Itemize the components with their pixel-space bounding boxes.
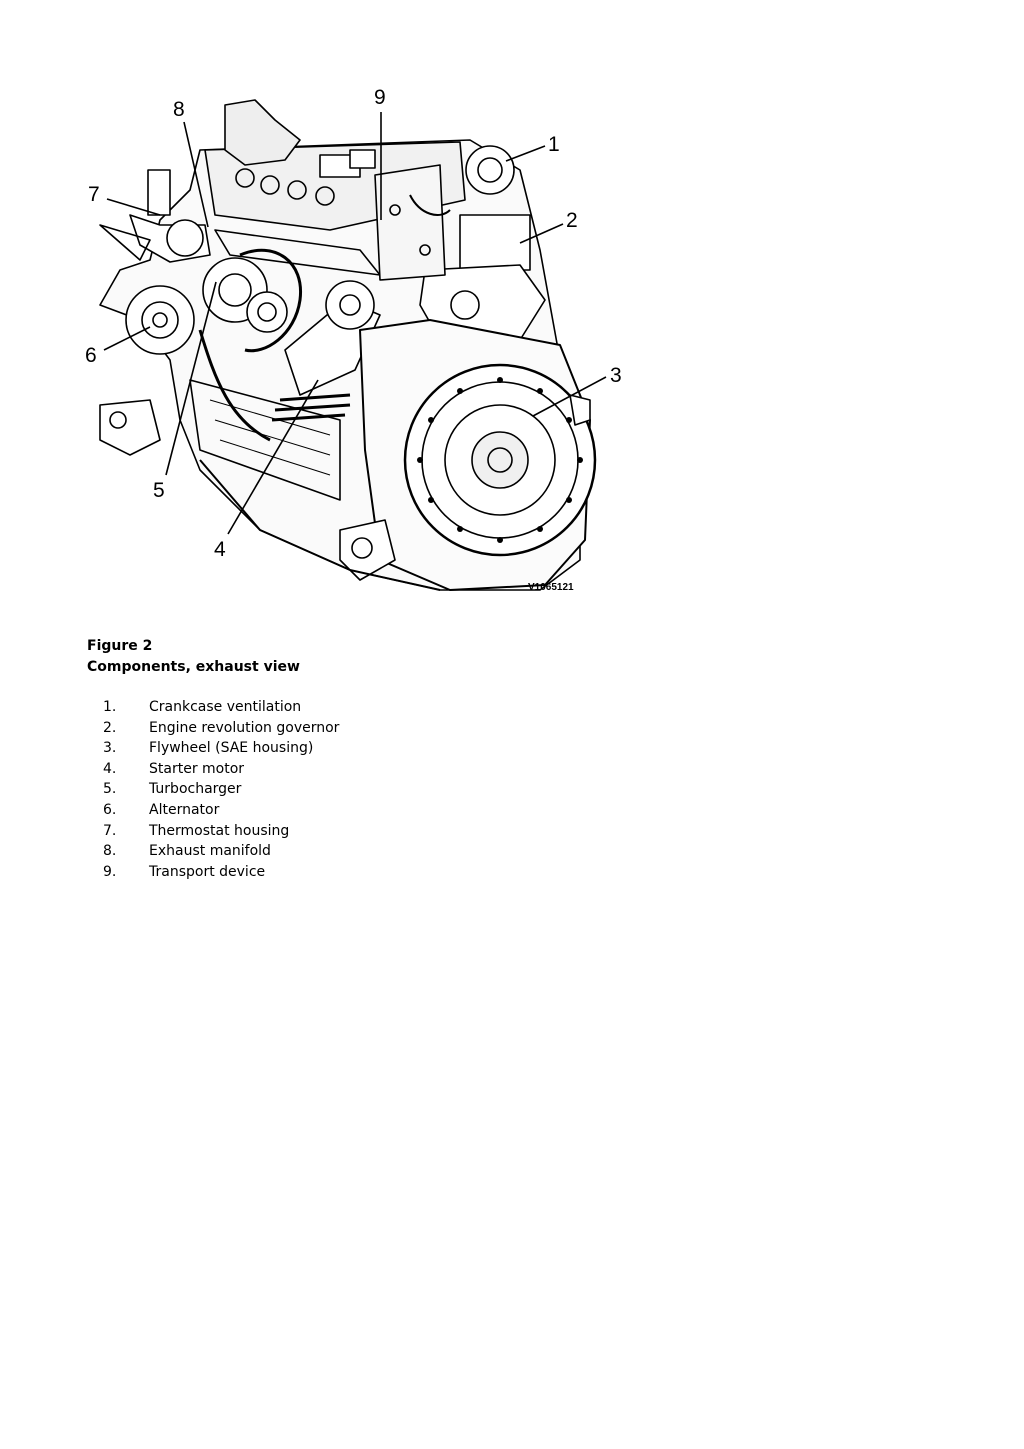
legend-number: 2. [103, 719, 117, 736]
legend-number: 1. [103, 699, 117, 715]
callout-7: 7 [88, 183, 100, 206]
callout-labels: 1 2 3 4 5 6 7 8 9 [85, 86, 622, 561]
legend-number: 8. [103, 843, 117, 860]
legend-number: 5. [103, 781, 117, 798]
figure-title: Components, exhaust view [87, 659, 300, 675]
legend-label: Crankcase ventilation [149, 699, 302, 715]
callout-4: 4 [214, 538, 226, 561]
image-id: V1065121 [528, 582, 574, 593]
leader-line-8 [183, 121, 209, 228]
legend-number: 9. [103, 863, 117, 880]
callout-9: 9 [374, 86, 386, 109]
figure-caption: Figure 2 Components, exhaust view [87, 636, 300, 678]
leader-line-5 [165, 281, 217, 476]
legend-number: 6. [103, 801, 117, 818]
legend-number: 3. [103, 740, 117, 757]
leader-line-6 [103, 326, 151, 351]
legend-label: Thermostat housing [149, 822, 290, 839]
legend-label: Flywheel (SAE housing) [149, 740, 314, 757]
callout-8: 8 [173, 98, 185, 121]
leader-line-3 [532, 376, 607, 417]
legend-label: Alternator [149, 801, 220, 818]
figure-label: Figure 2 [87, 638, 153, 654]
legend-label: Engine revolution governor [149, 719, 340, 736]
callout-2: 2 [566, 209, 578, 232]
engine-drawing [99, 99, 597, 591]
leader-lines [103, 112, 607, 535]
leader-line-7 [106, 198, 161, 216]
callout-5: 5 [153, 479, 165, 502]
legend-number: 7. [103, 822, 117, 839]
legend-label: Transport device [149, 863, 266, 880]
callout-1: 1 [548, 133, 560, 156]
legend-label: Exhaust manifold [149, 843, 271, 860]
engine-illustration: 1 2 3 4 5 6 7 8 9 V1065121 [85, 86, 622, 593]
legend-label: Turbocharger [149, 781, 242, 798]
callout-6: 6 [85, 344, 97, 367]
callout-3: 3 [610, 364, 622, 387]
legend-label: Starter motor [149, 760, 245, 777]
leader-line-2 [519, 223, 564, 244]
leader-line-1 [505, 145, 546, 162]
legend-number: 4. [103, 760, 117, 777]
leader-line-4 [227, 379, 319, 535]
